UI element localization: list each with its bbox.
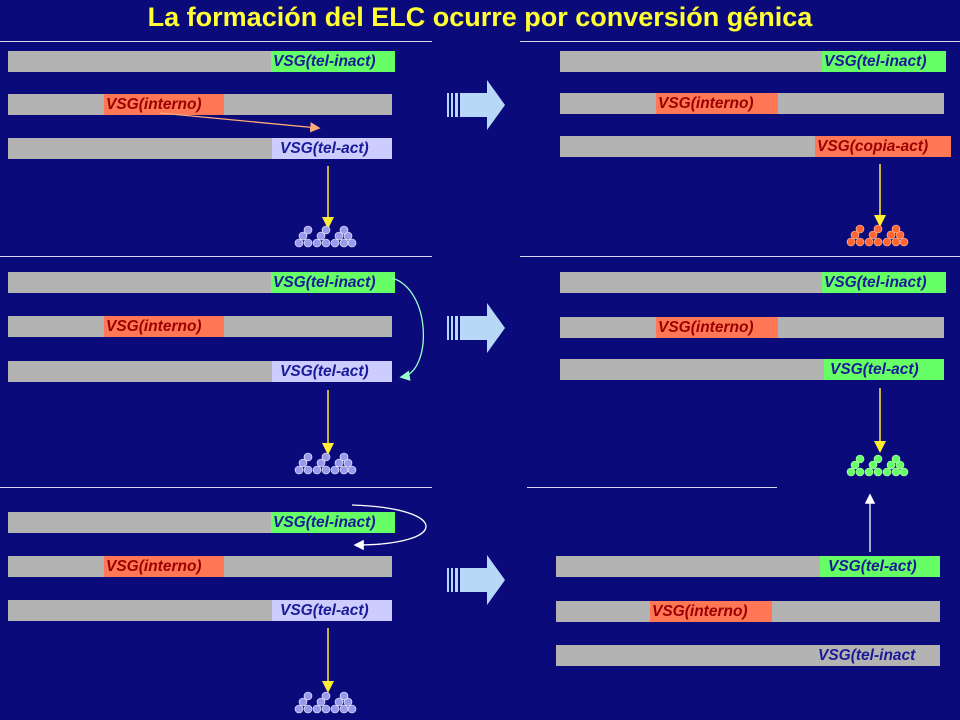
- vsg-coat-cluster-blue: [294, 691, 357, 714]
- vsg-interno-label: VSG(interno): [104, 94, 224, 115]
- vsg-tel-inact-label: VSG(tel-inact): [271, 512, 395, 533]
- vsg-tel-act-label: VSG(tel-act): [824, 359, 944, 380]
- swap-curve-arrow: [391, 277, 425, 381]
- vsg-tel-inact-label: VSG(tel-inact): [822, 272, 946, 293]
- vsg-coat-cluster-blue: [294, 225, 357, 248]
- separator: [0, 256, 432, 257]
- vsg-interno-label: VSG(interno): [656, 317, 778, 338]
- vsg-tel-inact-label: VSG(tel-inact): [271, 51, 395, 72]
- big-right-arrow: [447, 303, 505, 353]
- vsg-tel-act-label: VSG(tel-act): [820, 556, 940, 577]
- chromosome-bar: [556, 645, 940, 666]
- vsg-interno-label: VSG(interno): [656, 93, 778, 114]
- vsg-interno-label: VSG(interno): [104, 556, 224, 577]
- separator: [520, 41, 960, 42]
- vsg-copia-act-label: VSG(copia-act): [815, 136, 951, 157]
- vsg-coat-cluster-blue: [294, 452, 357, 475]
- vsg-coat-cluster-orange: [846, 224, 909, 247]
- vsg-tel-act-label: VSG(tel-act): [272, 361, 392, 382]
- vsg-coat-cluster-green: [846, 454, 909, 477]
- separator: [520, 256, 960, 257]
- vsg-tel-inact-label: VSG(tel-inact): [822, 51, 946, 72]
- vsg-tel-inact-label: VSG(tel-inact): [271, 272, 395, 293]
- separator: [0, 41, 432, 42]
- vsg-tel-inact-label: VSG(tel-inact: [818, 647, 916, 664]
- big-right-arrow: [447, 80, 505, 130]
- separator: [527, 487, 777, 488]
- big-right-arrow: [447, 555, 505, 605]
- separator: [0, 487, 432, 488]
- vsg-interno-label: VSG(interno): [650, 601, 772, 622]
- slide-title: La formación del ELC ocurre por conversi…: [147, 2, 813, 32]
- vsg-tel-act-label: VSG(tel-act): [272, 138, 392, 159]
- vsg-interno-label: VSG(interno): [104, 316, 224, 337]
- copy-arrow: [159, 112, 321, 133]
- vsg-tel-act-label: VSG(tel-act): [272, 600, 392, 621]
